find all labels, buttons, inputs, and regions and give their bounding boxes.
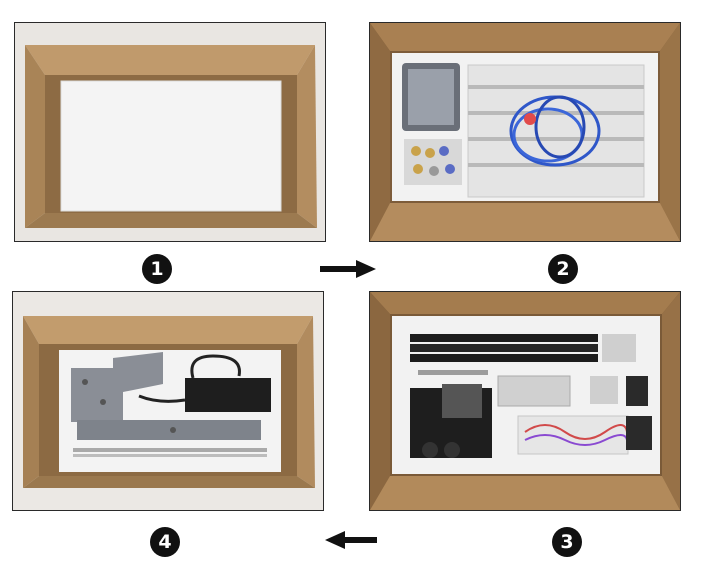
photo-accessories-layer	[369, 22, 681, 242]
photo-box-foam-top	[14, 22, 326, 242]
step-badge-3: 3	[552, 527, 582, 557]
arrow-right-icon	[320, 260, 376, 278]
step-badge-4: 4	[150, 527, 180, 557]
step-badge-1: 1	[142, 254, 172, 284]
step-badge-2: 2	[548, 254, 578, 284]
photo-parts-layer	[369, 291, 681, 511]
photo-frame-power-layer	[12, 291, 324, 511]
arrow-left-icon	[325, 531, 377, 549]
